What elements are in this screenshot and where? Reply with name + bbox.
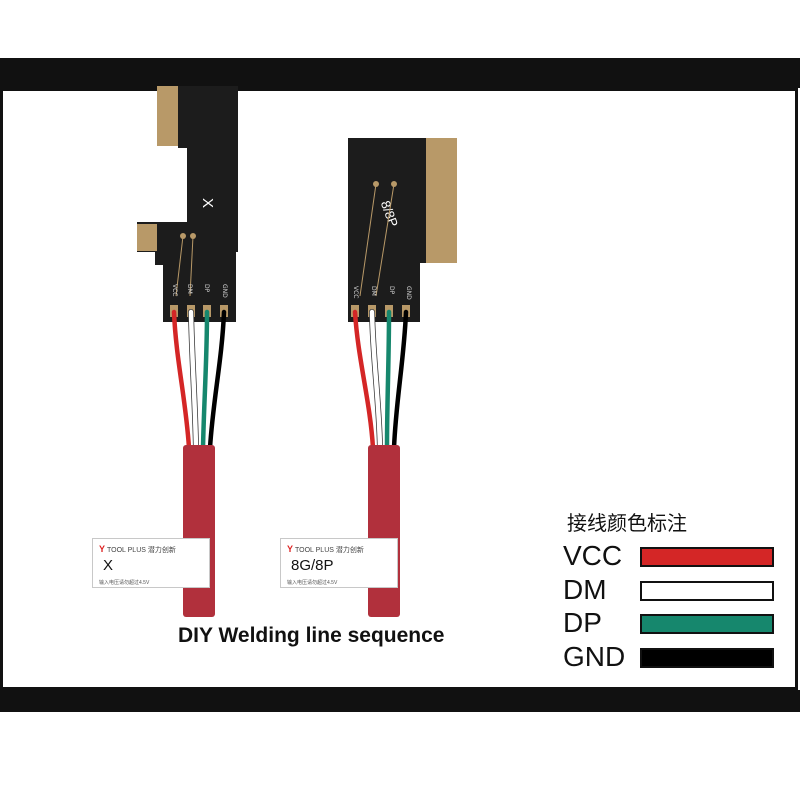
heat-shrink-sleeve <box>183 445 215 617</box>
board-model-label: X <box>199 198 216 208</box>
gold-contact-pad <box>426 138 457 263</box>
bottom-black-band <box>0 690 800 712</box>
pin-label-dp: DP <box>203 284 210 293</box>
tag-note: 输入电压请勿超过4.5V <box>99 580 150 586</box>
brand-logo-icon: Y <box>287 544 294 554</box>
gold-contact-pad <box>137 224 157 251</box>
heat-shrink-sleeve <box>368 445 400 617</box>
gold-contact-pad <box>157 86 178 146</box>
diagram-caption: DIY Welding line sequence <box>178 624 445 647</box>
tag-note: 输入电压请勿超过4.5V <box>287 580 338 586</box>
legend-swatch <box>640 581 774 601</box>
legend-swatch <box>640 547 774 567</box>
legend-swatch <box>640 648 774 668</box>
legend-label: DP <box>563 607 602 638</box>
legend-label: GND <box>563 641 626 672</box>
tag-model: 8G/8P <box>291 557 334 574</box>
legend-label: DM <box>563 574 607 605</box>
brand-logo-icon: Y <box>99 544 106 554</box>
wires-x <box>171 309 227 451</box>
pin-label-vcc: VCC <box>171 284 178 296</box>
legend-swatch <box>640 614 774 634</box>
board-8-8p: 8/8P VCC DM DP GND <box>348 138 457 322</box>
legend-label: VCC <box>563 540 623 571</box>
wires-8-8p <box>352 309 409 451</box>
pin-label-dm: DM <box>186 284 193 294</box>
pin-label-gnd: GND <box>405 286 412 300</box>
pin-label-dp: DP <box>388 286 395 295</box>
legend-title: 接线颜色标注 <box>567 511 687 535</box>
pin-label-gnd: GND <box>221 284 228 298</box>
pin-label-dm: DM <box>370 286 377 296</box>
pin-label-vcc: VCC <box>352 286 359 298</box>
tag-model: X <box>103 557 114 574</box>
board-x: X VCC DM DP GND <box>137 86 238 322</box>
top-black-band <box>0 58 800 88</box>
